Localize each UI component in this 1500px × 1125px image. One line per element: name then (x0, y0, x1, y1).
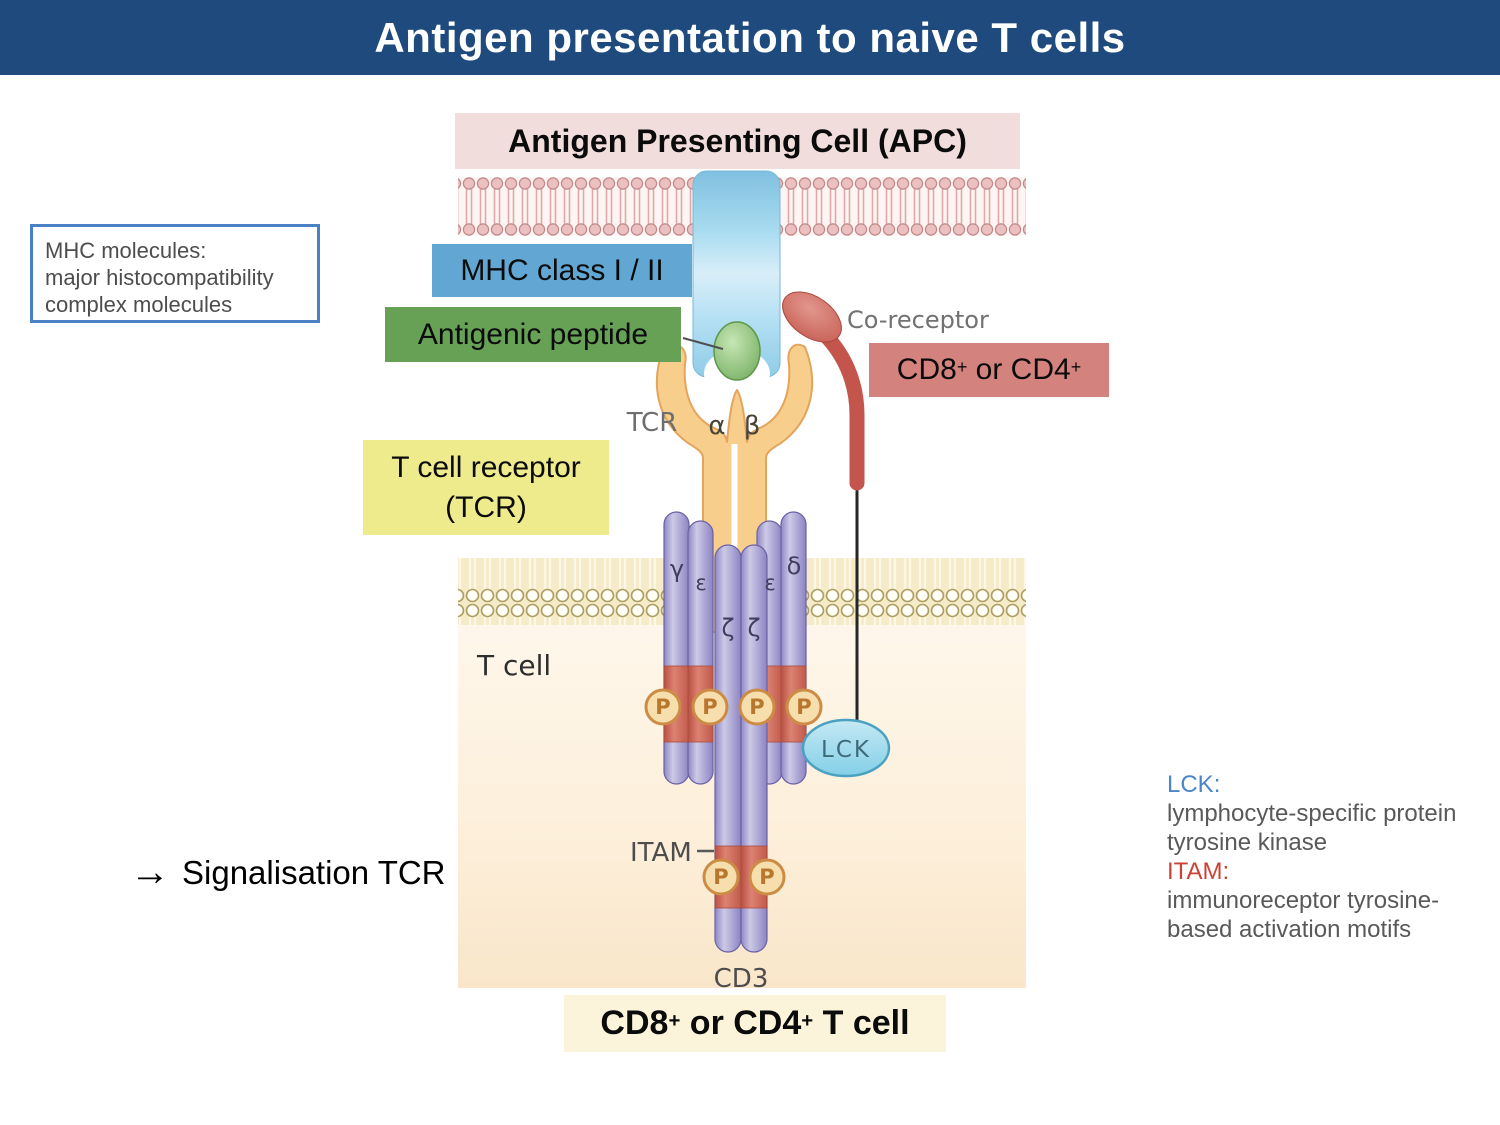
antigenic-peptide-shape (713, 321, 761, 381)
lck-definition-line: lymphocyte-specific protein (1167, 800, 1457, 827)
tcr-label-line: T cell receptor (391, 450, 581, 484)
signalisation-note: → Signalisation TCR (130, 850, 446, 895)
phospho-p-label: P (759, 865, 774, 889)
lck-definition-line: tyrosine kinase (1167, 829, 1328, 856)
phospho-circle (738, 688, 776, 726)
lck-term: LCK: (1167, 771, 1221, 798)
phospho-p-label: P (655, 695, 670, 719)
or-cd4-text: or CD4 (680, 1004, 802, 1042)
cd3-tag: CD3 (714, 964, 769, 994)
epsilon-chain-label: ε (764, 571, 775, 595)
info-line: complex molecules (45, 292, 233, 317)
co-receptor-shape (782, 291, 865, 722)
tcr-label-line: (TCR) (445, 490, 527, 524)
phospho-p-label: P (796, 695, 811, 719)
zeta-chains (714, 544, 768, 953)
zeta-chain-label: ζ (747, 614, 760, 642)
info-line: MHC molecules: (45, 238, 207, 263)
cd8-text: CD8 (600, 1004, 669, 1042)
itam-definition-line: immunoreceptor tyrosine- (1167, 887, 1440, 914)
itam-tag: ITAM (630, 838, 692, 868)
itam-term: ITAM: (1167, 858, 1230, 885)
itam-definition-line: based activation motifs (1167, 916, 1412, 943)
phospho-circle (691, 688, 729, 726)
apc-label: Antigen Presenting Cell (APC) (455, 113, 1020, 169)
or-cd4-text: or CD4 (967, 353, 1071, 386)
delta-chain-label: δ (787, 552, 802, 580)
tcr-shape (655, 343, 814, 633)
mhc-class-label: MHC class I / II (432, 244, 692, 297)
antigenic-peptide-label: Antigenic peptide (385, 307, 681, 362)
page-title: Antigen presentation to naive T cells (374, 13, 1126, 61)
co-receptor-tag: Co-receptor (847, 306, 989, 334)
phospho-circle (702, 858, 740, 896)
alpha-chain-label: α (708, 411, 725, 441)
phospho-circle (785, 688, 823, 726)
title-banner: Antigen presentation to naive T cells (0, 0, 1500, 75)
signalisation-text: Signalisation TCR (182, 853, 446, 891)
cd8-cd4-label: CD8+ or CD4+ (869, 343, 1109, 397)
phospho-p-label: P (749, 695, 764, 719)
phospho-circle (644, 688, 682, 726)
phospho-p-label: P (702, 695, 717, 719)
phospho-circles: P P P P P P (644, 688, 823, 896)
tcell-text: T cell (813, 1004, 910, 1042)
lck-label: LCK (821, 737, 871, 763)
mhc-info-box: MHC molecules: major histocompatibility … (30, 224, 320, 323)
beta-chain-label: β (744, 411, 761, 441)
definitions-note: LCK: lymphocyte-specific protein tyrosin… (1167, 770, 1467, 944)
phospho-circle (748, 858, 786, 896)
zeta-chain-label: ζ (721, 614, 734, 642)
tcell-title-label: CD8+ or CD4+ T cell (564, 995, 946, 1052)
figure-annotations: TCR Co-receptor α β γ ε ε δ ζ ζ T cell I… (476, 306, 989, 994)
cd8-text: CD8 (896, 353, 957, 386)
lck-oval: LCK (801, 718, 891, 778)
tcell-tag: T cell (476, 649, 551, 682)
tcr-label: T cell receptor (TCR) (363, 440, 609, 535)
info-line: major histocompatibility (45, 265, 274, 290)
phospho-p-label: P (713, 865, 728, 889)
right-arrow-icon: → (130, 850, 170, 894)
peptide-pointer-line (682, 337, 724, 350)
gamma-chain-label: γ (670, 555, 684, 583)
tcr-tag: TCR (626, 408, 678, 438)
epsilon-chain-label: ε (695, 571, 706, 595)
